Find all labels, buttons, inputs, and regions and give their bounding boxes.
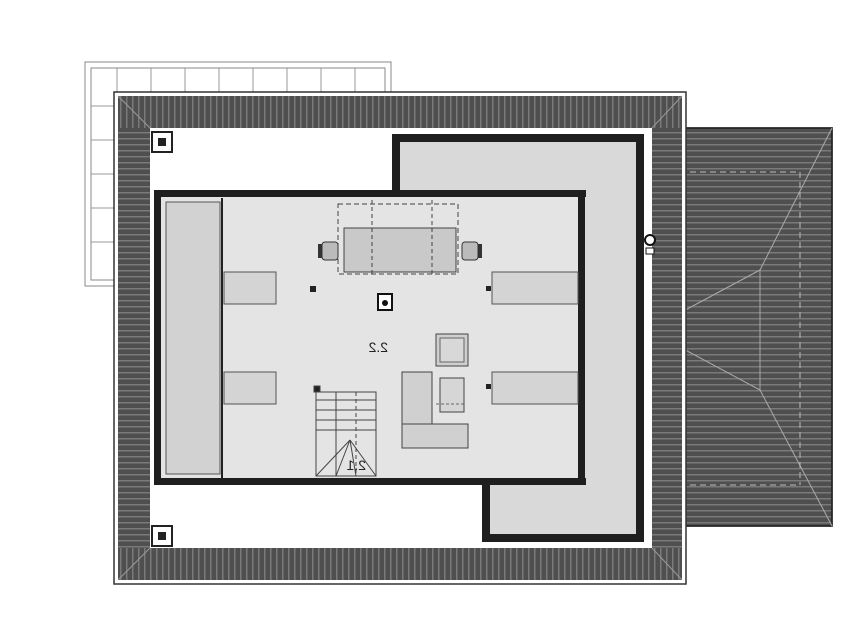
attic-upper-zone [392,134,644,542]
column-marker [310,286,316,292]
central-table [337,200,459,275]
terrace-tiles [91,68,356,243]
chimney-top [151,131,173,153]
terrace-top [150,128,390,186]
desk-right-upper [491,271,579,305]
staircase [313,385,377,477]
terrace-bottom [150,492,480,548]
chair-left [318,241,339,261]
storage-left [165,201,221,475]
room-label-2-1: 2.1 [346,457,366,473]
corner-sofa [401,371,469,449]
chimney-bottom [151,525,173,547]
chair-right [461,241,482,261]
room-label-2-2: 2.2 [368,339,388,355]
main-walls [154,190,586,485]
floor-fixture [377,293,393,311]
desk-left-lower [223,371,277,405]
desk-right-lower [491,371,579,405]
roof-vent [644,234,656,255]
desk-left-upper [223,271,277,305]
